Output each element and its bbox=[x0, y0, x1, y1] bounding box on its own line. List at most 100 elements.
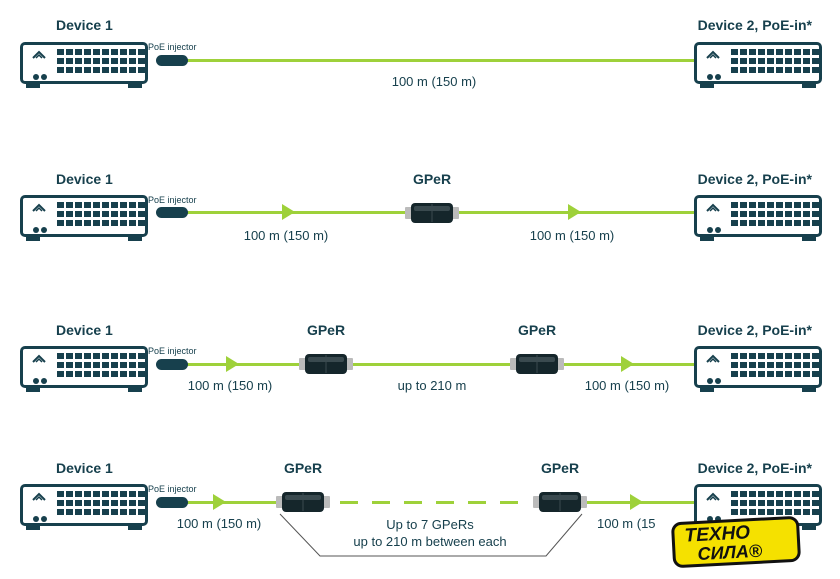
row2-device1-label: Device 1 bbox=[56, 171, 113, 187]
row4-gper-label-2: GPeR bbox=[540, 460, 580, 476]
ethernet-port-icon bbox=[740, 491, 747, 497]
ethernet-port-icon bbox=[767, 371, 774, 377]
row4-gper-icon-1 bbox=[276, 491, 330, 513]
ethernet-port-icon bbox=[794, 509, 801, 515]
ethernet-port-icon bbox=[749, 49, 756, 55]
ethernet-port-icon bbox=[740, 500, 747, 506]
ethernet-port-icon bbox=[794, 491, 801, 497]
status-led-icon bbox=[33, 227, 39, 233]
switch-feet bbox=[700, 237, 816, 241]
row4-dash bbox=[468, 501, 486, 504]
ethernet-port-icon bbox=[93, 371, 100, 377]
ethernet-port-icon bbox=[93, 491, 100, 497]
ethernet-ports bbox=[731, 353, 819, 377]
ethernet-ports bbox=[731, 49, 819, 73]
mikrotik-logo-icon bbox=[706, 354, 720, 363]
status-led-icon bbox=[41, 516, 47, 522]
ethernet-port-icon bbox=[740, 49, 747, 55]
ethernet-port-icon bbox=[84, 211, 91, 217]
status-leds bbox=[33, 509, 49, 527]
ethernet-port-icon bbox=[129, 371, 136, 377]
ethernet-port-icon bbox=[749, 353, 756, 359]
row3-distance-3: 100 m (150 m) bbox=[584, 378, 670, 393]
ethernet-port-icon bbox=[138, 202, 145, 208]
row1-device1-label: Device 1 bbox=[56, 17, 113, 33]
ethernet-port-icon bbox=[66, 500, 73, 506]
ethernet-port-icon bbox=[776, 202, 783, 208]
ethernet-port-icon bbox=[731, 67, 738, 73]
status-leds bbox=[33, 371, 49, 389]
brand-line2: СИЛА® bbox=[697, 540, 763, 565]
ethernet-port-icon bbox=[84, 202, 91, 208]
mikrotik-logo-icon bbox=[32, 354, 46, 363]
row2-poe-injector-icon bbox=[156, 207, 188, 218]
row1-device1-switch-icon bbox=[20, 42, 148, 88]
row4-dash bbox=[372, 501, 390, 504]
ethernet-port-icon bbox=[758, 220, 765, 226]
ethernet-port-icon bbox=[84, 67, 91, 73]
status-leds bbox=[33, 67, 49, 85]
ethernet-port-icon bbox=[758, 500, 765, 506]
mikrotik-logo-icon bbox=[32, 203, 46, 212]
ethernet-port-icon bbox=[812, 67, 819, 73]
ethernet-port-icon bbox=[129, 202, 136, 208]
row2-gper-icon bbox=[405, 202, 459, 224]
ethernet-port-icon bbox=[120, 211, 127, 217]
ethernet-port-icon bbox=[102, 500, 109, 506]
ethernet-port-icon bbox=[57, 362, 64, 368]
ethernet-port-icon bbox=[102, 211, 109, 217]
row1-poe-injector-icon bbox=[156, 55, 188, 66]
ethernet-port-icon bbox=[785, 362, 792, 368]
ethernet-port-icon bbox=[120, 49, 127, 55]
row3-device2-switch-icon bbox=[694, 346, 822, 392]
ethernet-port-icon bbox=[93, 362, 100, 368]
switch-foot bbox=[802, 84, 816, 88]
row2-device2-label: Device 2, PoE-in* bbox=[697, 171, 812, 187]
ethernet-port-icon bbox=[129, 67, 136, 73]
ethernet-port-icon bbox=[740, 202, 747, 208]
ethernet-port-icon bbox=[758, 371, 765, 377]
ethernet-port-icon bbox=[776, 58, 783, 64]
ethernet-port-icon bbox=[749, 500, 756, 506]
ethernet-port-icon bbox=[785, 500, 792, 506]
ethernet-port-icon bbox=[767, 202, 774, 208]
ethernet-port-icon bbox=[111, 58, 118, 64]
switch-foot bbox=[128, 84, 142, 88]
ethernet-port-icon bbox=[749, 67, 756, 73]
ethernet-port-icon bbox=[75, 371, 82, 377]
row4-dash bbox=[500, 501, 518, 504]
status-led-icon bbox=[707, 378, 713, 384]
ethernet-port-icon bbox=[767, 353, 774, 359]
status-led-icon bbox=[715, 74, 721, 80]
ethernet-port-icon bbox=[803, 202, 810, 208]
ethernet-port-icon bbox=[758, 491, 765, 497]
row3-injector-label: PoE injector bbox=[148, 346, 197, 356]
ethernet-port-icon bbox=[803, 67, 810, 73]
ethernet-port-icon bbox=[75, 202, 82, 208]
gper-device-shape bbox=[299, 354, 353, 374]
ethernet-port-icon bbox=[776, 211, 783, 217]
ethernet-port-icon bbox=[812, 220, 819, 226]
row3-distance-1: 100 m (150 m) bbox=[187, 378, 273, 393]
ethernet-port-icon bbox=[93, 509, 100, 515]
status-led-icon bbox=[33, 516, 39, 522]
mikrotik-logo-icon bbox=[32, 50, 46, 59]
ethernet-port-icon bbox=[102, 509, 109, 515]
ethernet-port-icon bbox=[740, 509, 747, 515]
ethernet-port-icon bbox=[66, 220, 73, 226]
ethernet-port-icon bbox=[803, 491, 810, 497]
ethernet-port-icon bbox=[66, 509, 73, 515]
ethernet-port-icon bbox=[731, 491, 738, 497]
row4-device1-switch-icon bbox=[20, 484, 148, 530]
switch-feet bbox=[26, 388, 142, 392]
switch-feet bbox=[26, 237, 142, 241]
ethernet-port-icon bbox=[111, 353, 118, 359]
ethernet-port-icon bbox=[75, 509, 82, 515]
row4-dash bbox=[404, 501, 422, 504]
ethernet-port-icon bbox=[758, 58, 765, 64]
switch-foot bbox=[802, 388, 816, 392]
row4-gper-icon-2 bbox=[533, 491, 587, 513]
status-led-icon bbox=[715, 378, 721, 384]
ethernet-port-icon bbox=[767, 509, 774, 515]
ethernet-port-icon bbox=[785, 491, 792, 497]
